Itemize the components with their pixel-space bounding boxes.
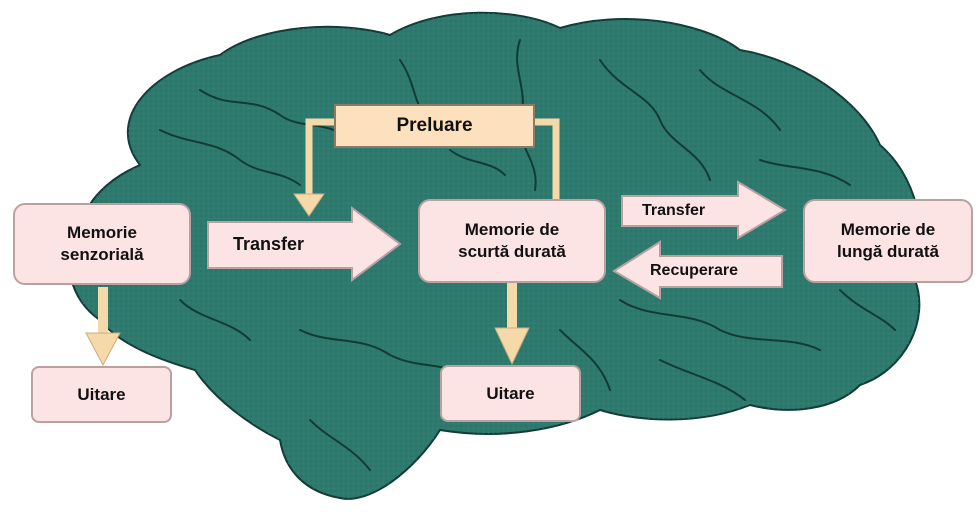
forget-center-label: Uitare — [486, 383, 534, 405]
recuperare-label: Recuperare — [650, 262, 738, 280]
sensory-memory-line2: senzorială — [60, 244, 143, 266]
long-term-memory-line2: lungă durată — [837, 241, 939, 263]
preluare-label: Preluare — [396, 115, 472, 137]
sensory-memory-line1: Memorie — [60, 222, 143, 244]
long-term-memory-line1: Memorie de — [837, 219, 939, 241]
forget-left-label: Uitare — [77, 384, 125, 406]
sensory-memory-box: Memorie senzorială — [13, 203, 191, 285]
forget-box-left: Uitare — [31, 366, 172, 423]
long-term-memory-box: Memorie de lungă durată — [803, 199, 973, 283]
transfer-right-label: Transfer — [642, 202, 705, 220]
preluare-box: Preluare — [334, 104, 535, 148]
short-term-memory-box: Memorie de scurtă durată — [418, 199, 606, 283]
transfer-left-label: Transfer — [233, 234, 304, 255]
forget-box-center: Uitare — [440, 365, 581, 422]
short-term-memory-line1: Memorie de — [458, 219, 566, 241]
short-term-memory-line2: scurtă durată — [458, 241, 566, 263]
